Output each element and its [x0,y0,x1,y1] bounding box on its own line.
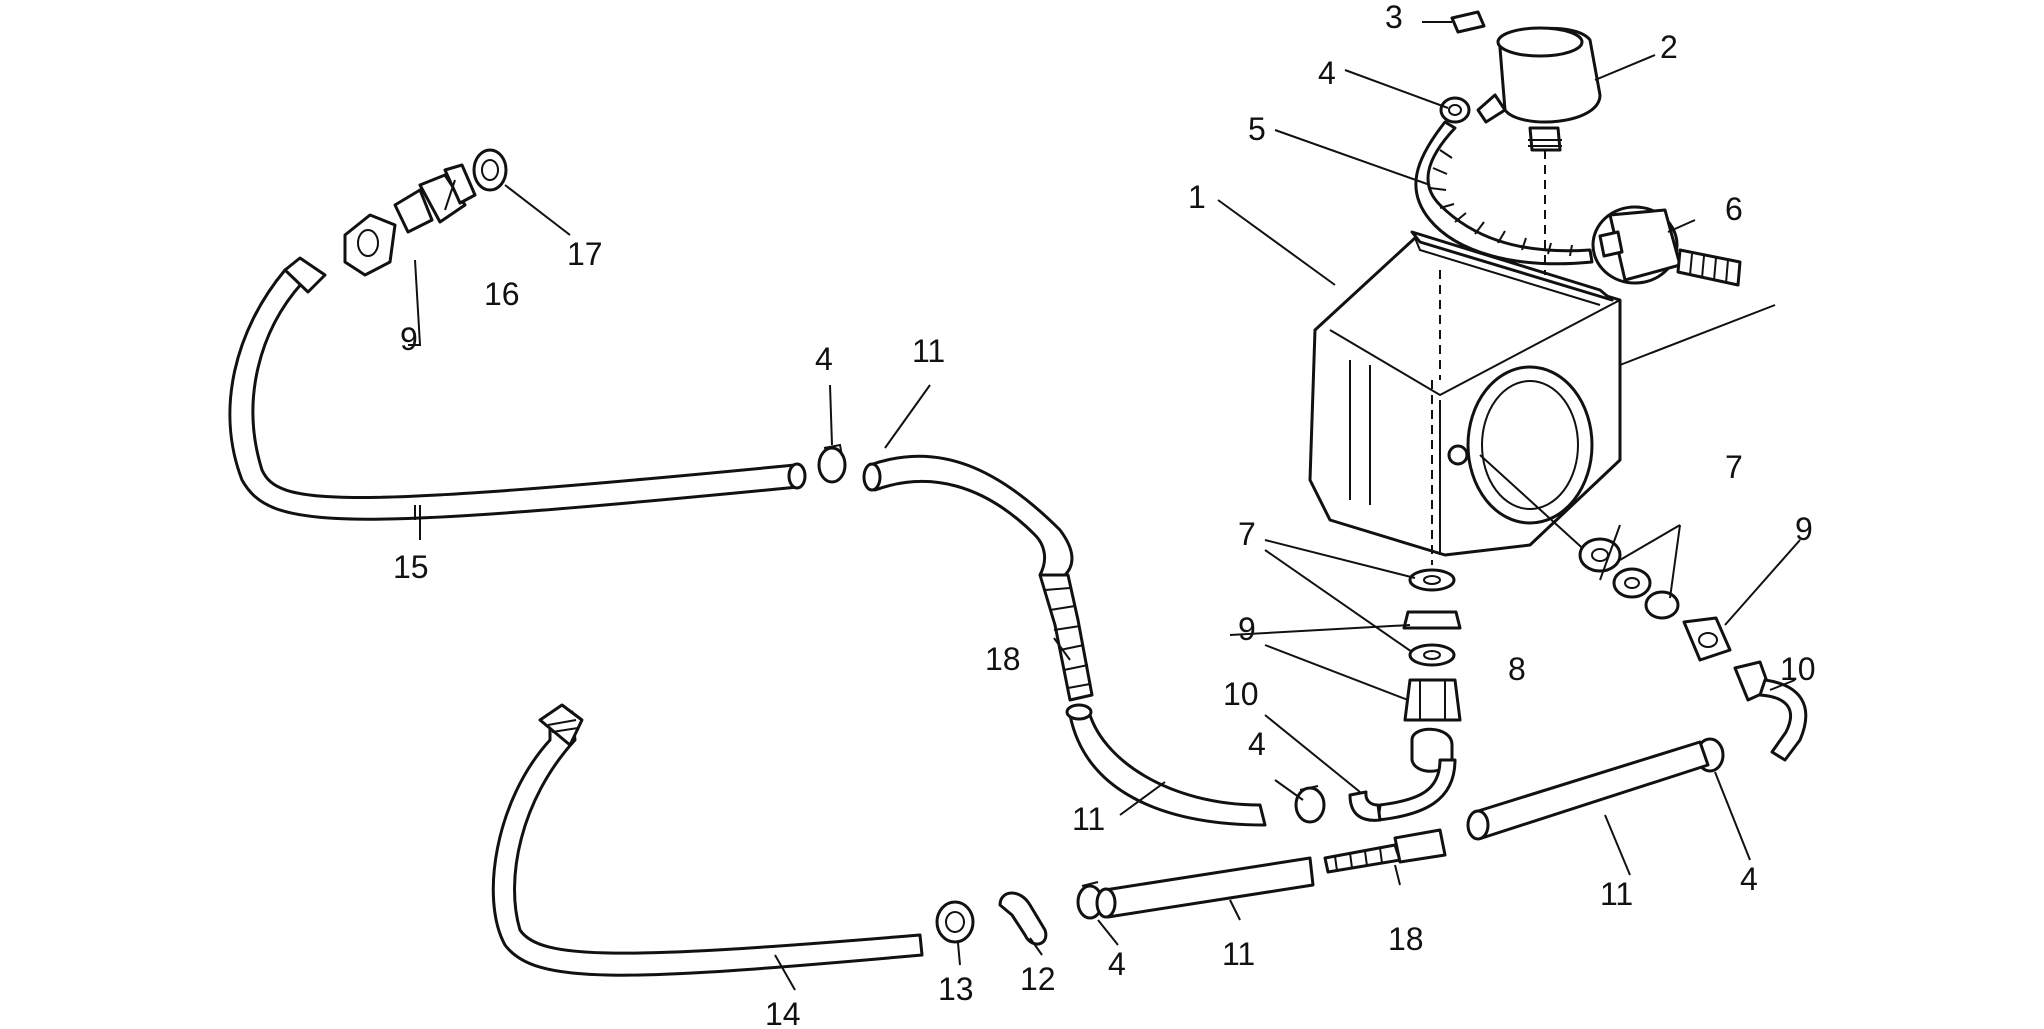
part-6-valve [1591,205,1742,287]
part-16-fitting [393,163,477,234]
part-13-nut [935,900,975,944]
callout-4-right: 4 [1740,861,1758,897]
callout-13: 13 [938,971,974,1007]
part-11-hose-right [1466,740,1710,841]
part-18-joint-upper [1038,573,1094,702]
callout-8: 8 [1508,651,1526,687]
callout-11-middle: 11 [1072,801,1105,837]
callout-18-lower: 18 [1388,921,1424,957]
part-1-filter-housing [1308,230,1622,557]
callout-15: 15 [393,549,429,585]
callout-2: 2 [1660,29,1678,65]
part-11-hose-lower [1095,856,1315,919]
part-12-clip [998,891,1048,946]
part-5-hose [1414,120,1594,266]
callout-11-right: 11 [1600,876,1633,912]
part-9-nut-upper [343,213,397,277]
callout-1: 1 [1188,179,1206,215]
part-10-elbow-center [1348,790,1382,822]
part-4-clamp-b [817,443,847,484]
fitting-stack-center [1376,568,1462,822]
assembly-alignment-lines [1431,150,1776,565]
callout-6: 6 [1725,191,1743,227]
callout-4-top: 4 [1318,55,1336,91]
callout-5: 5 [1248,111,1266,147]
fitting-stack-right [1578,537,1808,762]
callout-3: 3 [1385,0,1403,35]
part-4-clamp-c [1294,785,1326,824]
callout-11-lower: 11 [1222,936,1255,972]
callout-4-lower: 4 [1108,946,1126,982]
callout-17: 17 [567,236,603,272]
callout-12: 12 [1020,961,1056,997]
callout-14: 14 [765,996,801,1029]
part-11-hose-middle [1065,703,1267,827]
callout-9-upper: 9 [400,321,418,357]
callout-10-right: 10 [1780,651,1816,687]
callout-7-left: 7 [1238,516,1256,552]
callout-11-upper: 11 [912,333,945,369]
callout-7-right: 7 [1725,449,1743,485]
leader-lines [408,21,1801,991]
part-17-washer [472,148,508,192]
callout-4-middle: 4 [1248,726,1266,762]
callout-10-center: 10 [1223,676,1259,712]
part-14-pipe [491,703,924,977]
part-11-hose-upper [862,454,1074,577]
callout-16: 16 [484,276,520,312]
callout-4-upper-left: 4 [815,341,833,377]
callout-labels: 1 2 3 4 4 4 4 4 5 6 7 7 8 9 9 9 10 10 11… [393,0,1816,1029]
part-18-joint-lower [1323,828,1447,874]
part-2-pressure-unit [1476,26,1602,152]
callout-9-right: 9 [1795,511,1813,547]
part-15-pipe [228,256,807,521]
callout-18-upper: 18 [985,641,1021,677]
callout-9-center: 9 [1238,611,1256,647]
part-4-clamp-a [1439,96,1471,124]
part-3-cap [1450,10,1486,34]
